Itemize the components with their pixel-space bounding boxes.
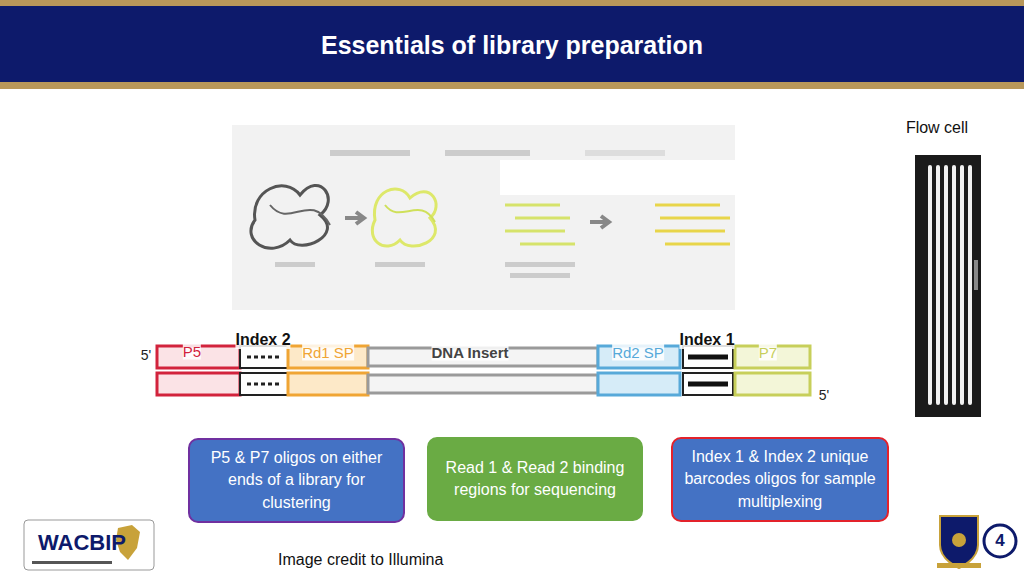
slide-title: Essentials of library preparation [321,31,703,60]
index-barcode [688,382,728,387]
segment-label: Rd1 SP [302,344,354,361]
blurred-text [585,150,665,156]
step-arrow [345,212,364,224]
blank-area [500,160,735,195]
logo-text: WACBIP [38,530,126,556]
genomic-dna [270,205,330,225]
index2-segment [240,373,288,395]
strand-end-label: 5' [819,387,829,403]
flow-cell-body [915,155,981,417]
blurred-text [375,262,425,267]
blurred-text [330,150,410,156]
index-barcode [247,383,282,386]
segment-label: Index 1 [679,331,734,349]
p7-segment [735,373,810,395]
illustration-panel [232,125,735,310]
university-crest [937,516,981,568]
segment-label: P5 [183,343,201,360]
segment-label: DNA Insert [432,344,509,361]
gold-rule [0,0,1024,6]
adapter-fragments [505,205,575,244]
gold-rule [0,82,1024,89]
node-text: P5 & P7 oligos on either ends of a libra… [198,447,395,514]
blurred-text [275,262,315,267]
fragmented-dna [372,189,436,246]
header-band [0,6,1024,82]
library-fragments [655,205,730,244]
step-arrow [590,216,609,228]
index-barcode [688,355,728,360]
node-text: Read 1 & Read 2 binding regions for sequ… [437,457,633,502]
flow-cell-label: Flow cell [906,119,968,137]
strand-end-label: 5' [141,347,151,363]
blurred-text [510,273,570,278]
info-box: Index 1 & Index 2 unique barcodes oligos… [671,437,889,522]
fragmented-dna [385,205,435,222]
blurred-text [445,150,530,156]
node-text: 4 [995,529,1004,553]
info-box: P5 & P7 oligos on either ends of a libra… [188,438,405,523]
p5-segment [157,373,240,395]
info-box: Read 1 & Read 2 binding regions for sequ… [427,437,643,521]
rd1-segment [288,373,368,395]
genomic-dna [251,185,328,248]
insert-segment [368,375,598,393]
rd2-segment [598,373,680,395]
index1-segment [683,346,733,368]
node-text: Index 1 & Index 2 unique barcodes oligos… [681,446,879,513]
index2-segment [240,346,288,368]
segment-label: Index 2 [235,331,290,349]
flow-cell-image [915,155,981,417]
index1-segment [683,373,733,395]
workflow-illustration [232,125,735,310]
blurred-text [505,262,575,267]
image-credit: Image credit to Illumina [278,551,443,569]
page-number: 4 [982,523,1018,559]
segment-label: Rd2 SP [612,344,664,361]
wacbip-logo [24,520,154,570]
index-barcode [247,356,282,359]
segment-label: P7 [759,344,777,361]
